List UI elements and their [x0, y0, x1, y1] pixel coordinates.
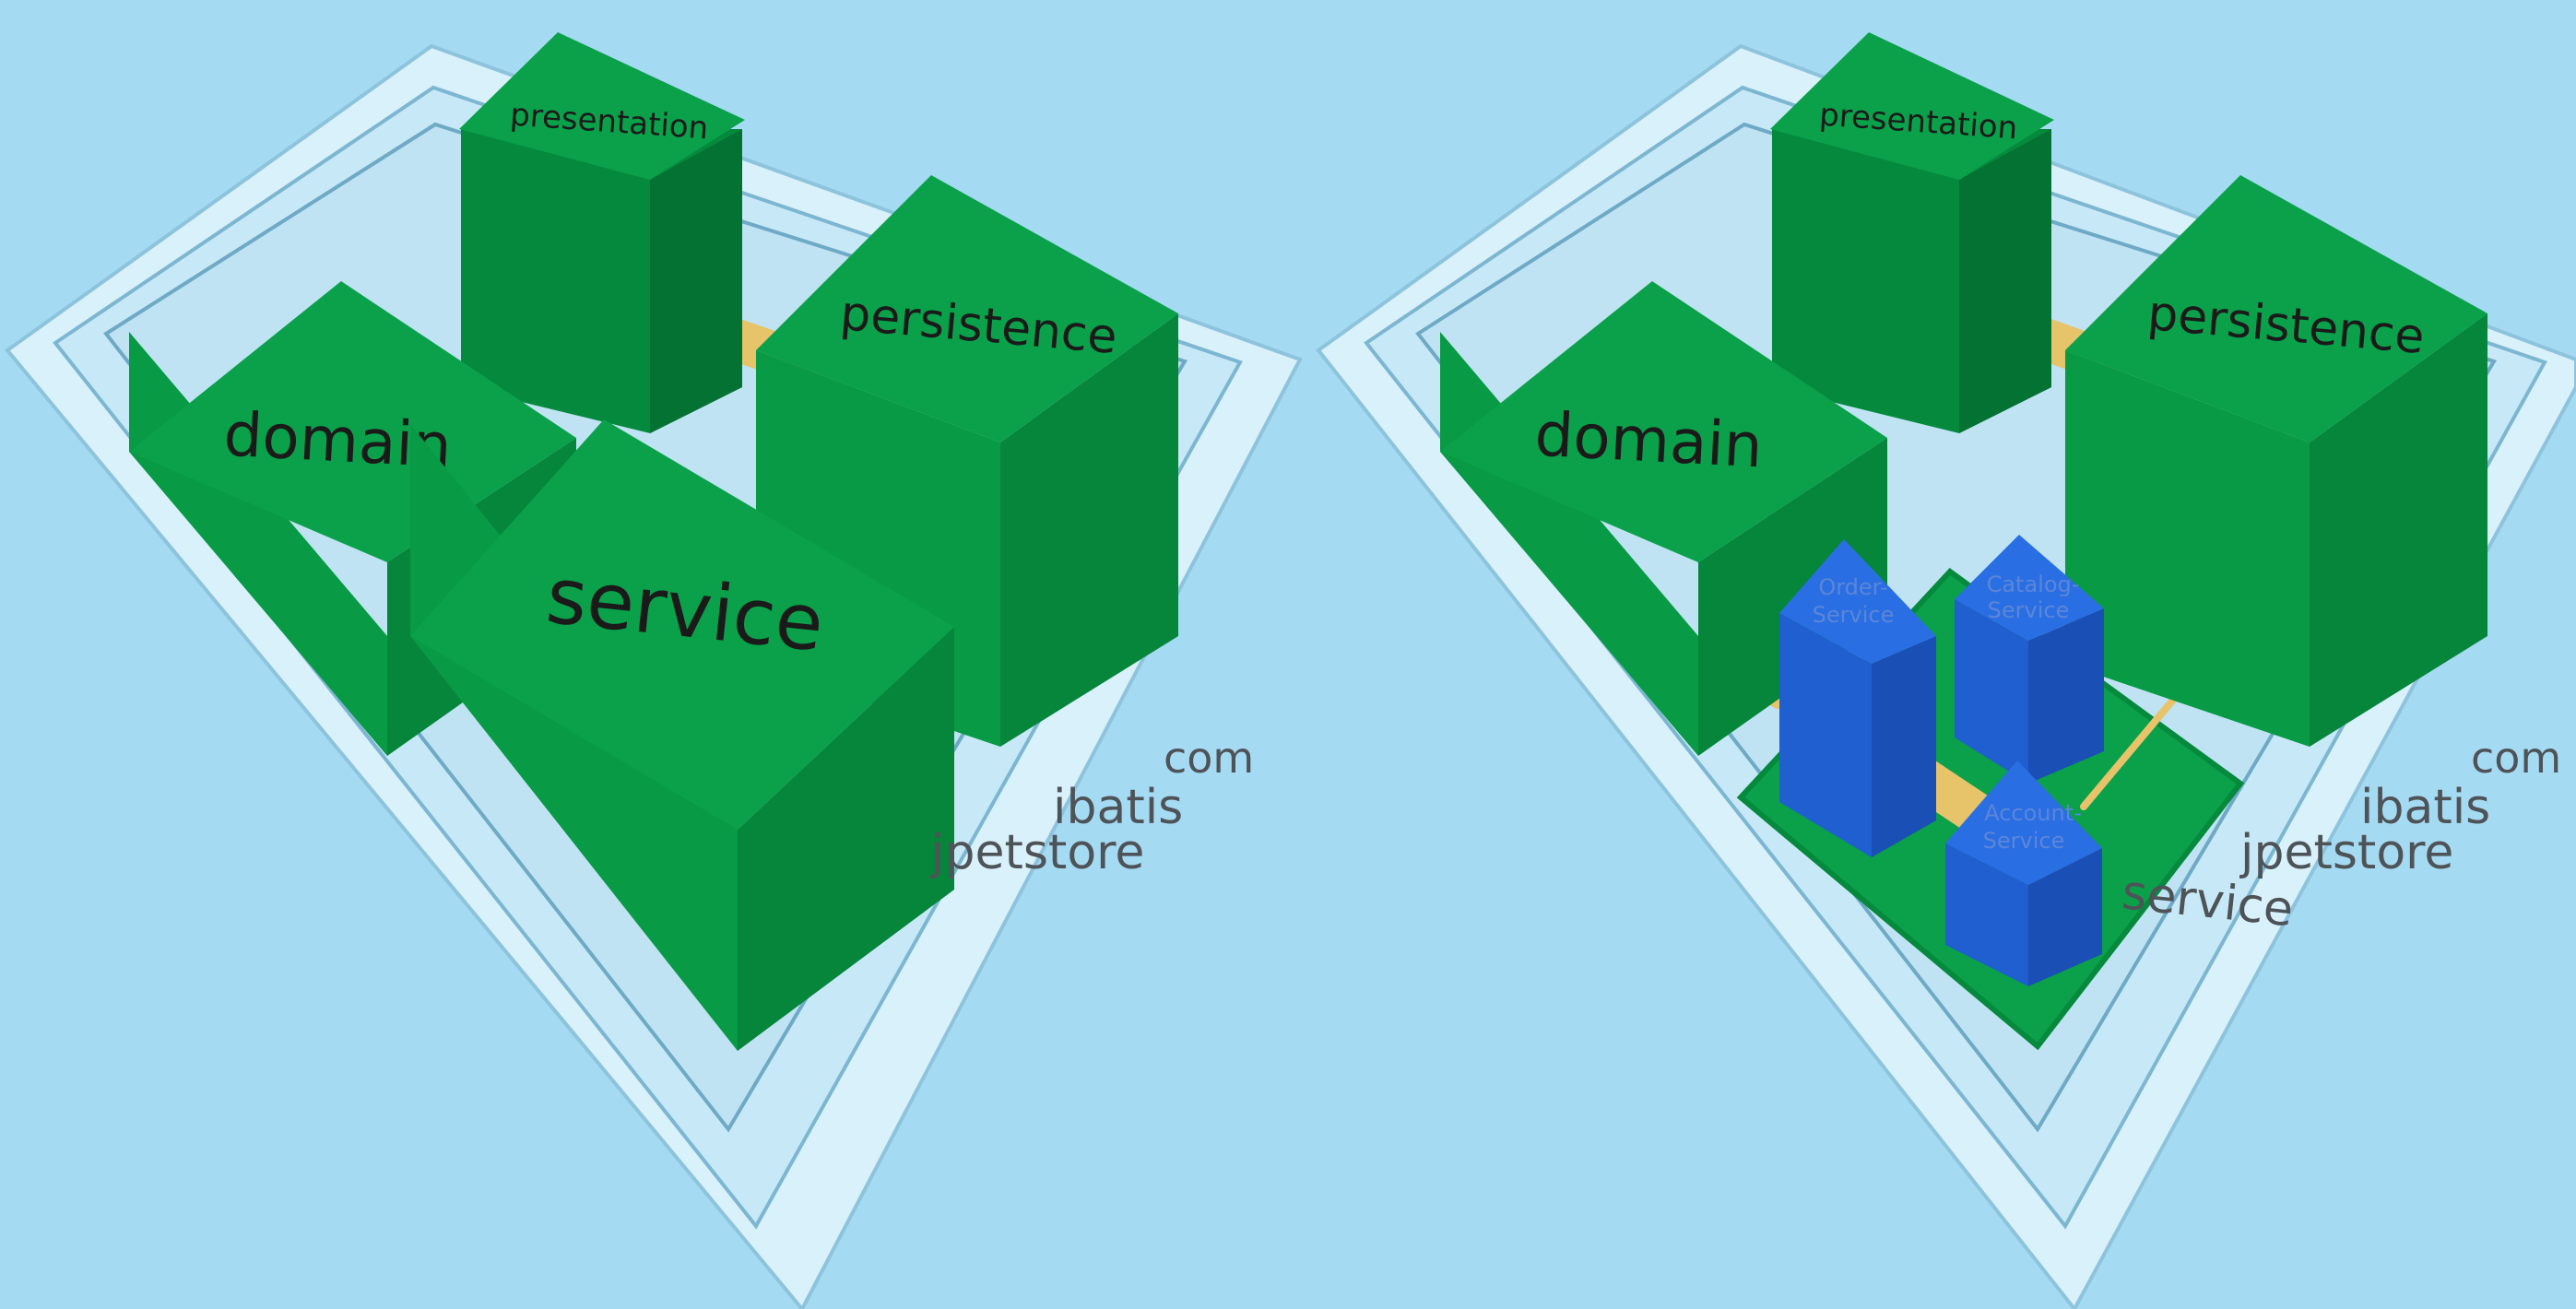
- catalog-service-block: Catalog- Service: [1955, 535, 2104, 784]
- module-service: service: [410, 419, 954, 1051]
- package-label-jpetstore-right: jpetstore: [2239, 825, 2453, 880]
- catalog-service-line1: Catalog-: [1987, 572, 2080, 597]
- domain-label-right: domain: [1533, 399, 1765, 482]
- module-presentation: presentation: [459, 32, 745, 433]
- package-label-com: com: [1164, 733, 1254, 783]
- account-service-line1: Account-: [1984, 800, 2082, 826]
- account-service-block: Account- Service: [1945, 761, 2102, 986]
- module-persistence: persistence: [756, 175, 1178, 747]
- account-service-line2: Service: [1983, 828, 2065, 854]
- package-label-jpetstore: jpetstore: [930, 825, 1144, 880]
- order-service-block: Order- Service: [1779, 539, 1936, 857]
- module-persistence-right: persistence: [2065, 175, 2487, 747]
- order-service-line2: Service: [1813, 602, 1895, 628]
- package-label-ibatis-right: ibatis: [2360, 780, 2490, 835]
- order-service-line1: Order-: [1818, 574, 1887, 600]
- right-diagram: presentation domain persistence Order- S…: [1316, 32, 2576, 1309]
- module-presentation-right: presentation: [1770, 32, 2054, 433]
- package-label-com-right: com: [2471, 733, 2561, 783]
- catalog-service-line2: Service: [1988, 597, 2070, 623]
- left-diagram: presentation domain persistence service …: [5, 32, 1303, 1309]
- package-label-ibatis: ibatis: [1053, 780, 1183, 835]
- module-domain-right: domain: [1440, 281, 1887, 756]
